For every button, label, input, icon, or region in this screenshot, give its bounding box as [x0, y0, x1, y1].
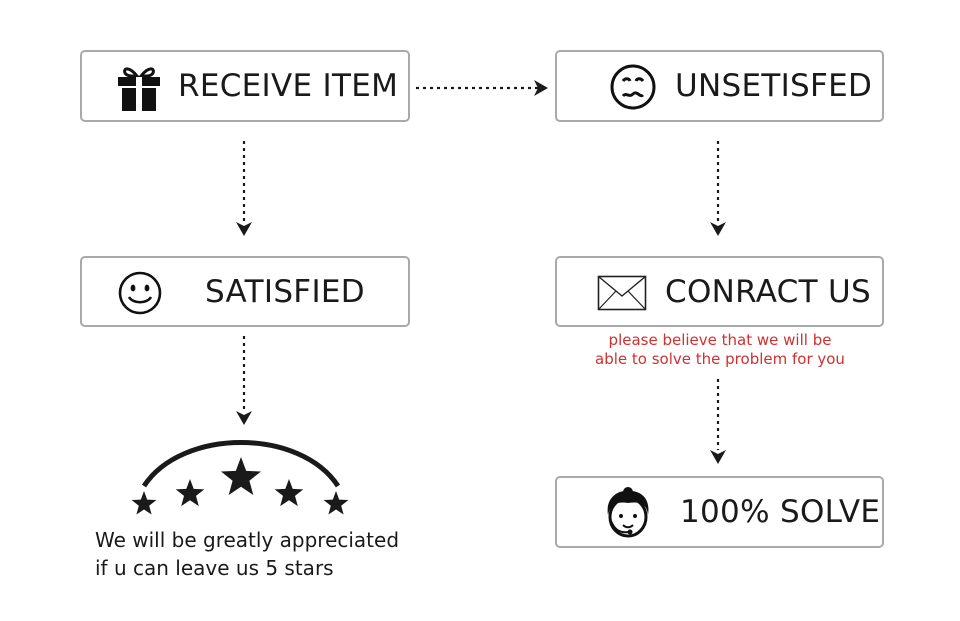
star-icon — [274, 479, 304, 507]
sad-face-icon — [610, 64, 656, 110]
rating-caption-line2: if u can leave us 5 stars — [95, 556, 334, 580]
five-stars-rating — [131, 440, 349, 515]
solve-box: 100% SOLVE — [555, 476, 884, 548]
support-agent-icon — [607, 487, 649, 538]
arrowhead-down-3 — [236, 411, 252, 425]
arrowhead-down-2 — [710, 222, 726, 236]
arrowhead-down-4 — [710, 450, 726, 464]
unsatisfied-box: UNSETISFED — [555, 50, 884, 122]
rating-caption-line1: We will be greatly appreciated — [95, 528, 400, 552]
contact-us-label: CONRACT US — [665, 274, 871, 310]
envelope-icon — [597, 275, 647, 311]
contact-us-box: CONRACT US — [555, 256, 884, 327]
star-icon — [221, 457, 261, 495]
arrowhead-down-1 — [236, 222, 252, 236]
star-icon — [323, 491, 349, 515]
arrowhead-right — [534, 80, 548, 96]
star-icon — [175, 479, 205, 507]
receive-item-label: RECEIVE ITEM — [178, 68, 399, 104]
contact-note: please believe that we will be able to s… — [580, 331, 860, 369]
smiley-face-icon — [118, 271, 162, 315]
stars-arc — [141, 440, 341, 488]
receive-item-box: RECEIVE ITEM — [80, 50, 410, 122]
satisfied-box: SATISFIED — [80, 256, 410, 327]
unsatisfied-label: UNSETISFED — [675, 68, 873, 104]
satisfied-label: SATISFIED — [205, 274, 365, 310]
solve-label: 100% SOLVE — [680, 494, 881, 530]
star-icon — [131, 491, 157, 515]
rating-caption: We will be greatly appreciated if u can … — [95, 526, 399, 582]
contact-note-line2: able to solve the problem for you — [595, 350, 845, 368]
contact-note-line1: please believe that we will be — [608, 331, 832, 349]
gift-icon — [118, 67, 160, 111]
